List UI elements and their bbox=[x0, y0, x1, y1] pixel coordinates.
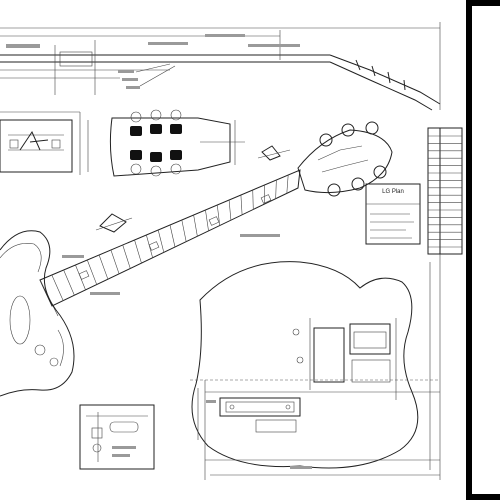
fret-line bbox=[169, 224, 176, 248]
fret-line bbox=[193, 214, 198, 237]
fret-line bbox=[286, 174, 289, 194]
fret-line bbox=[240, 194, 243, 215]
bridge-detail-view bbox=[0, 111, 89, 175]
fret-line bbox=[252, 189, 254, 210]
fret-line bbox=[216, 204, 221, 226]
right-black-frame bbox=[466, 0, 500, 500]
fret-line bbox=[86, 259, 98, 285]
fret-line bbox=[134, 239, 142, 264]
fretboard-perspective-view bbox=[39, 169, 301, 317]
fret-line bbox=[63, 269, 75, 296]
fret-line bbox=[51, 274, 64, 301]
body-perspective-view bbox=[0, 230, 75, 397]
title-block-label: LG Plan bbox=[382, 189, 404, 195]
fret-line bbox=[275, 179, 277, 199]
fret-line bbox=[181, 219, 187, 242]
fret-line bbox=[228, 199, 232, 221]
fret-line bbox=[110, 249, 120, 274]
headstock-top-view bbox=[109, 109, 245, 177]
fret-line bbox=[157, 229, 165, 253]
control-detail-view bbox=[79, 404, 155, 470]
tuner-key-icon bbox=[130, 126, 142, 136]
fret-line bbox=[205, 209, 209, 231]
title-block bbox=[365, 183, 421, 245]
fret-line bbox=[98, 254, 109, 280]
headstock-perspective-view bbox=[257, 121, 393, 197]
body-plan-view bbox=[190, 250, 441, 480]
neck-side-profile-view bbox=[0, 22, 441, 111]
fret-line bbox=[122, 244, 131, 269]
spec-table bbox=[427, 127, 463, 255]
